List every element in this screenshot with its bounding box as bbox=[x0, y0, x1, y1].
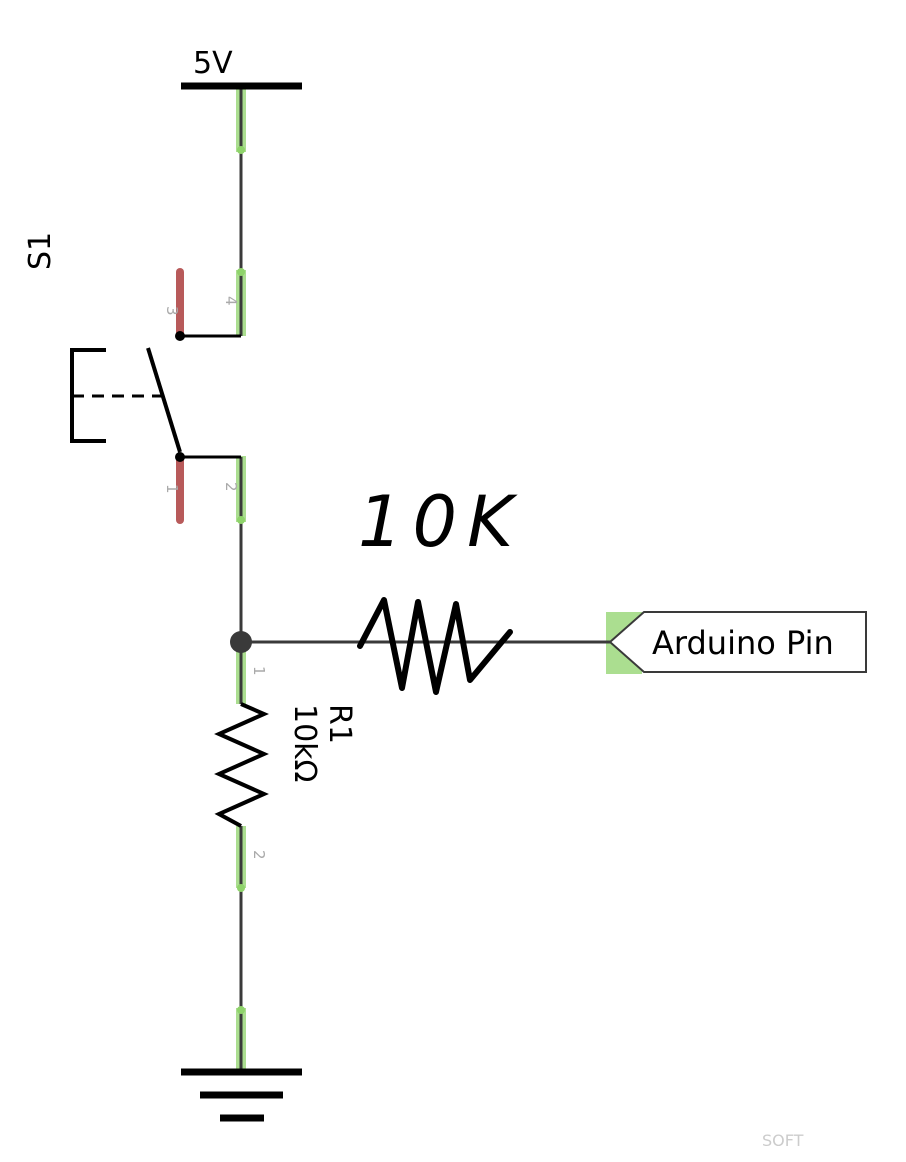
resistor-pin1-number: 1 bbox=[250, 666, 268, 676]
handwritten-annotation: 10K bbox=[357, 481, 523, 695]
switch-designator: S1 bbox=[23, 232, 58, 270]
switch-pin3-number: 3 bbox=[163, 306, 181, 316]
pushbutton-switch: S1 3 4 1 2 bbox=[23, 232, 241, 524]
power-symbol-5v: 5V bbox=[181, 46, 302, 90]
handwritten-10k: 10K bbox=[358, 481, 523, 563]
connector-dots bbox=[237, 146, 245, 1014]
watermark-logo: SOFT bbox=[762, 1131, 804, 1150]
switch-pin1-number: 1 bbox=[163, 484, 181, 494]
handwritten-resistor-squiggle bbox=[357, 597, 513, 695]
net-label-arduino-pin[interactable]: Arduino Pin bbox=[608, 611, 867, 673]
power-label: 5V bbox=[193, 46, 233, 81]
resistor-r1: 1 2 R1 10kΩ bbox=[214, 666, 357, 860]
net-label-text: Arduino Pin bbox=[652, 624, 834, 662]
resistor-designator: R1 bbox=[322, 704, 357, 744]
resistor-pin2-number: 2 bbox=[250, 850, 268, 860]
switch-pin4-number: 4 bbox=[222, 296, 240, 306]
junction-node bbox=[230, 631, 252, 653]
resistor-value: 10kΩ bbox=[287, 704, 322, 782]
connector-highlights bbox=[236, 86, 642, 1074]
switch-pin2-number: 2 bbox=[222, 482, 240, 492]
wires bbox=[239, 86, 610, 1072]
ground-symbol bbox=[181, 1068, 302, 1122]
resistor-zigzag bbox=[214, 702, 269, 828]
switch-lever bbox=[146, 347, 182, 453]
